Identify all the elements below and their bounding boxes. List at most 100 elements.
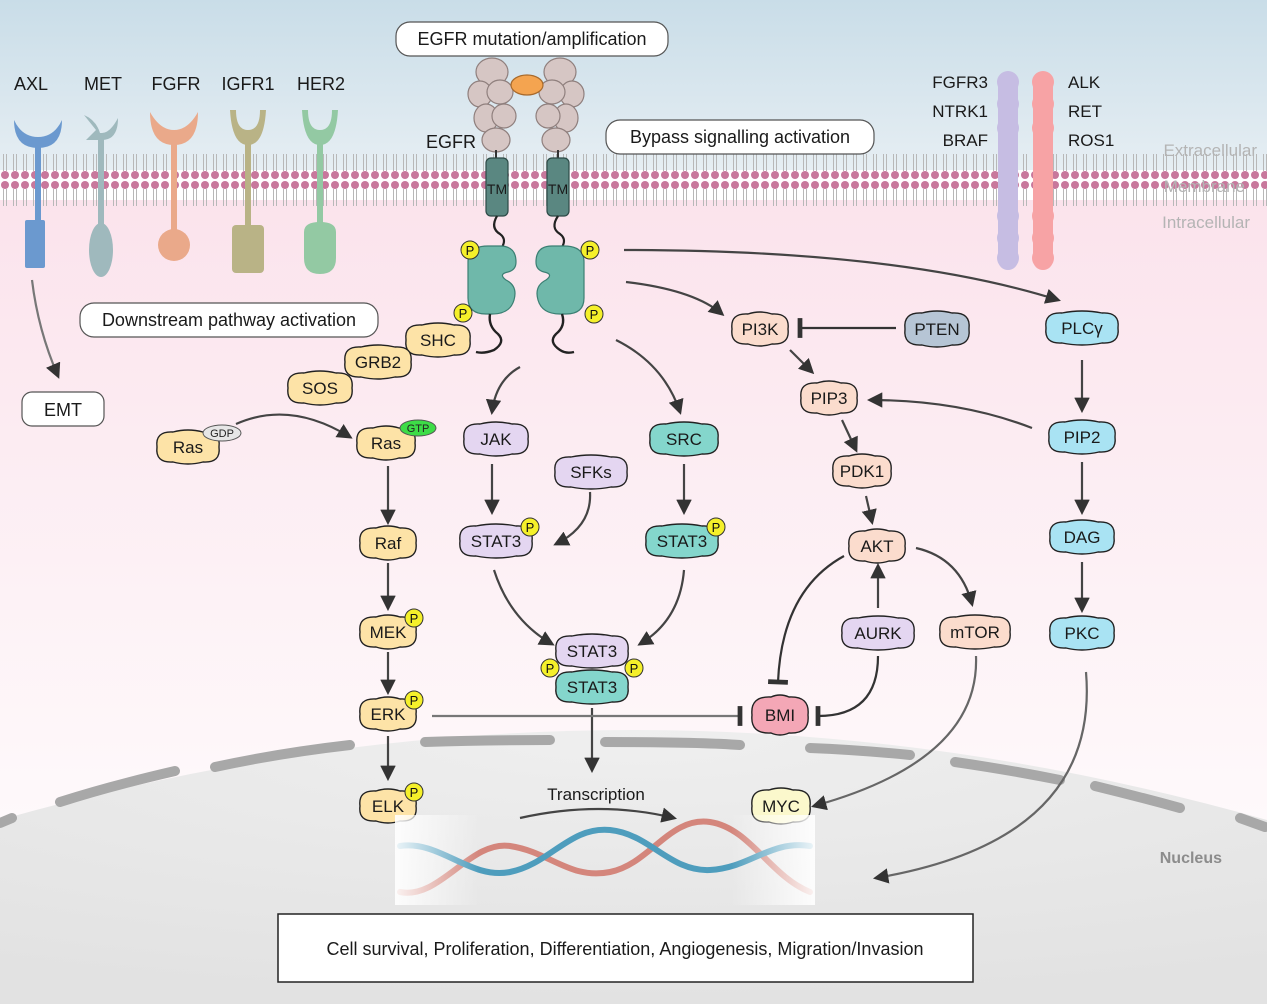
kinase-domain-right (535, 245, 585, 315)
node-label: STAT3 (567, 642, 617, 661)
node-pdk1: PDK1 (832, 453, 892, 489)
fusion-receptor-right (1032, 71, 1054, 270)
callout-egfr-mutation-text: EGFR mutation/amplification (417, 29, 646, 49)
fusion-label-braf: BRAF (943, 131, 988, 150)
node-label: Raf (375, 534, 402, 553)
node-akt: AKT (848, 528, 906, 564)
node-shape (751, 694, 809, 736)
node-shape (800, 380, 858, 416)
zone-intracellular: Intracellular (1162, 213, 1250, 232)
receptor-igfr1: IGFR1 (221, 74, 275, 273)
node-label: GRB2 (355, 353, 401, 372)
fusion-label-ntrk1: NTRK1 (932, 102, 988, 121)
node-shape (904, 310, 970, 348)
fusion-label-fgfr3: FGFR3 (932, 73, 988, 92)
node-shape (555, 669, 629, 705)
svg-text:P: P (410, 693, 419, 708)
node-label: DAG (1064, 528, 1101, 547)
node-shape (359, 614, 417, 650)
node-shc: SHC (405, 322, 471, 358)
node-stat3-dimer-top: STAT3 (555, 633, 629, 669)
node-label: SHC (420, 331, 456, 350)
node-shape (405, 322, 471, 358)
zone-membrane: Membrane (1164, 177, 1245, 196)
phospho-badge: P (404, 782, 424, 802)
node-label: PKC (1065, 624, 1100, 643)
node-label: STAT3 (471, 532, 521, 551)
node-shape (649, 421, 719, 457)
node-aurk: AURK (841, 615, 915, 651)
egfr-dimer: TM TM EGFR (426, 57, 585, 354)
node-ras-gtp: Ras (356, 425, 416, 461)
gdp-tag: GDP (202, 424, 242, 442)
gtp-tag: GTP (399, 419, 437, 437)
node-label: Ras (371, 434, 401, 453)
receptor-her2: HER2 (297, 74, 345, 274)
node-shape (1045, 310, 1119, 346)
svg-text:GDP: GDP (210, 428, 234, 440)
node-raf: Raf (359, 525, 417, 561)
node-label: STAT3 (567, 678, 617, 697)
node-shape (359, 525, 417, 561)
transcription-label: Transcription (547, 785, 645, 804)
node-label: MYC (762, 797, 800, 816)
node-pi3k: PI3K (731, 311, 789, 347)
node-label: SOS (302, 379, 338, 398)
phospho-label: P (466, 243, 475, 258)
svg-text:P: P (410, 785, 419, 800)
pathway-arrows (30, 248, 1090, 884)
node-bmi: BMI (751, 694, 809, 736)
receptor-met: MET (84, 74, 122, 277)
receptor-label-fgfr: FGFR (152, 74, 201, 94)
node-shape (645, 523, 719, 559)
receptor-axl: AXL (14, 74, 62, 268)
node-sos: SOS (287, 370, 353, 406)
node-shape (832, 453, 892, 489)
phospho-badge: P (404, 608, 424, 628)
phospho-badge: P (706, 517, 726, 537)
node-label: PTEN (914, 320, 959, 339)
dna-helix (395, 815, 815, 905)
node-label: PLCγ (1061, 319, 1103, 338)
nuclear-envelope (0, 735, 1267, 832)
node-src: SRC (649, 421, 719, 457)
node-pkc: PKC (1049, 615, 1115, 651)
phospho-badge: P (624, 658, 644, 678)
node-shape (359, 696, 417, 732)
node-grb2: GRB2 (344, 344, 412, 380)
node-plcg: PLCγ (1045, 310, 1119, 346)
node-shape (287, 370, 353, 406)
tm-label-right: TM (548, 181, 568, 197)
node-shape (463, 421, 529, 457)
tm-label-left: TM (487, 181, 507, 197)
node-label: JAK (480, 430, 512, 449)
node-emt: EMT (21, 391, 105, 427)
svg-text:P: P (546, 661, 555, 676)
zone-extracellular: Extracellular (1163, 141, 1257, 160)
svg-text:P: P (630, 661, 639, 676)
kinase-domain-left (467, 245, 517, 315)
fusion-label-ret: RET (1068, 102, 1102, 121)
node-shape (555, 633, 629, 669)
node-pten: PTEN (904, 310, 970, 348)
node-stat3-a: STAT3 P (459, 517, 540, 559)
node-label: ERK (371, 705, 407, 724)
phospho-badge: P (540, 658, 560, 678)
node-mtor: mTOR (939, 614, 1011, 650)
node-label: PI3K (742, 320, 780, 339)
egfr-label: EGFR (426, 132, 476, 152)
phospho-badge: P (520, 517, 540, 537)
svg-text:P: P (526, 520, 535, 535)
fusion-label-ros1: ROS1 (1068, 131, 1114, 150)
node-shape (939, 614, 1011, 650)
zone-nucleus: Nucleus (1160, 850, 1222, 867)
receptor-label-met: MET (84, 74, 122, 94)
receptor-label-her2: HER2 (297, 74, 345, 94)
node-label: PIP3 (811, 389, 848, 408)
node-label: Ras (173, 438, 203, 457)
callout-outcome-text: Cell survival, Proliferation, Differenti… (327, 939, 924, 959)
